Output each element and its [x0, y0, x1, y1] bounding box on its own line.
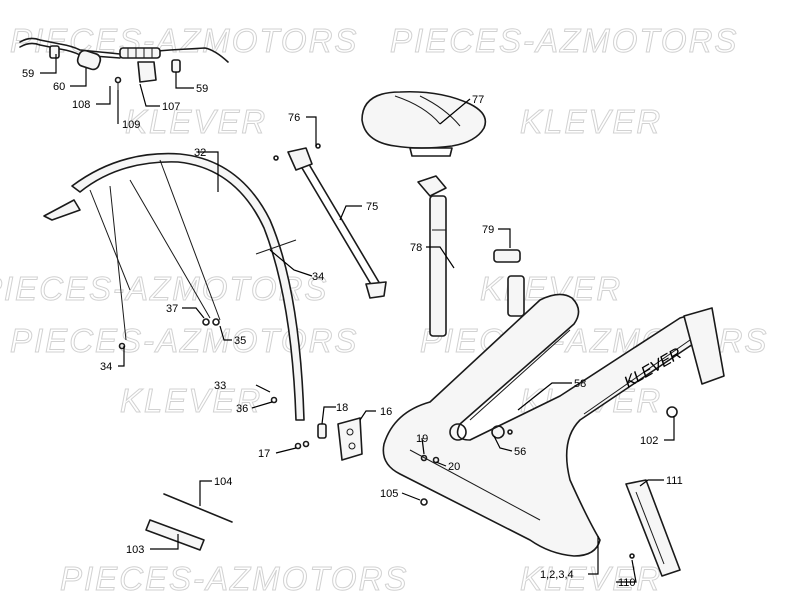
part-label: 36: [236, 403, 248, 415]
watermark-text: PIECES-AZMOTORS: [390, 22, 738, 59]
nut-part-17: [294, 442, 302, 450]
part-label: 34: [312, 271, 324, 283]
screw-part-110: [629, 553, 635, 559]
watermark-text: PIECES-AZMOTORS: [10, 22, 358, 59]
seat-tube: [507, 275, 525, 317]
part-label: 109: [122, 119, 140, 131]
seatpost-part-78: [417, 175, 447, 337]
kickstand-mount-part-76: [287, 147, 313, 171]
bracket-part-107: [137, 61, 157, 83]
part-label: 60: [53, 81, 65, 93]
dropout-bracket-part-16: [294, 417, 363, 461]
part-label: 59: [196, 83, 208, 95]
screw-part-105: [420, 498, 428, 506]
screw-part-108: [114, 76, 122, 84]
part-label: 1,2,3,4: [540, 569, 574, 581]
handlebar-cable-assembly: [19, 37, 229, 92]
clip-part-59b: [171, 59, 181, 73]
part-label: 18: [336, 402, 348, 414]
part-label: 59: [22, 68, 34, 80]
part-label: 77: [472, 94, 484, 106]
cover-part-111: [625, 479, 681, 577]
part-label: 75: [366, 201, 378, 213]
watermark-text: KLEVER: [520, 560, 662, 597]
watermark-text: PIECES-AZMOTORS: [0, 270, 328, 307]
part-label: 103: [126, 544, 144, 556]
saddle-part-77: [361, 90, 487, 157]
part-label: 111: [666, 475, 683, 487]
part-label: 56: [514, 446, 526, 458]
rear-fender-part-32: [43, 152, 305, 421]
part-label: 20: [448, 461, 460, 473]
part-label: 34: [100, 361, 112, 373]
kickstand-part-75: [273, 143, 387, 299]
part-label: 102: [640, 435, 658, 447]
rod-part-104: [163, 493, 233, 523]
watermark-text: PIECES-AZMOTORS: [10, 322, 358, 359]
part-label: 79: [482, 224, 494, 236]
part-label: 78: [410, 242, 422, 254]
part-labels: 59 60 108 109 107 59 76 77 32 75 34 78 7…: [22, 68, 683, 589]
part-label: 19: [416, 433, 428, 445]
part-label: 33: [214, 380, 226, 392]
cable-connector: [119, 47, 161, 59]
watermark-text: KLEVER: [520, 103, 662, 140]
clamp-part-79: [493, 249, 521, 263]
part-label: 110: [618, 577, 636, 589]
head-tube: [683, 307, 725, 385]
pivot-part-56: [449, 423, 467, 441]
clip-part-59a: [49, 45, 60, 59]
part-label: 76: [288, 112, 300, 124]
part-label: 35: [234, 335, 246, 347]
part-label: 16: [380, 406, 392, 418]
watermark-text: KLEVER: [120, 382, 262, 419]
watermark-text: PIECES-AZMOTORS: [60, 560, 408, 597]
part-102: [666, 406, 678, 418]
tube-part-103: [145, 519, 205, 551]
part-label: 107: [162, 101, 180, 113]
part-label: 105: [380, 488, 398, 500]
part-label: 108: [72, 99, 90, 111]
part-label: 58: [574, 378, 586, 390]
part-label: 32: [194, 147, 206, 159]
leader-lines: [40, 54, 675, 583]
screw-part-19: [420, 454, 428, 462]
grip-part-60: [76, 49, 102, 71]
bolt-part-18: [317, 423, 327, 439]
part-label: 37: [166, 303, 178, 315]
part-label: 17: [258, 448, 270, 460]
part-label: 104: [214, 476, 232, 488]
watermark-text: KLEVER: [125, 103, 267, 140]
bike-frame-part-1-2-3-4: KLEVER: [382, 275, 725, 557]
